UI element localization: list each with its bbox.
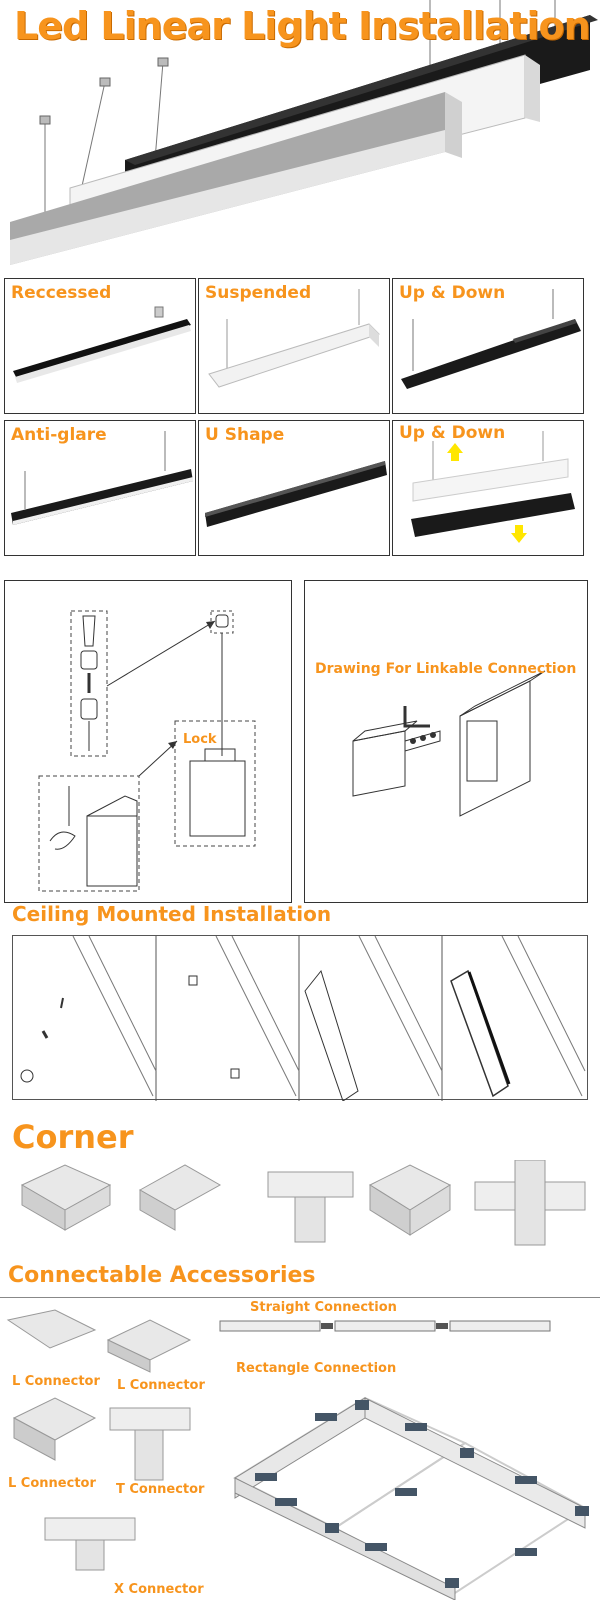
mount-type-label: Reccessed — [11, 283, 112, 303]
u-shape-fixture-image — [205, 461, 387, 527]
connector-label: L Connector — [12, 1374, 100, 1389]
connector-label: L Connector — [8, 1476, 96, 1491]
rectangle-connection-drawing — [232, 1396, 589, 1600]
reccessed-fixture-image — [13, 306, 191, 383]
hero-title: Led Linear Light Installation — [14, 4, 591, 48]
suspended-fixture-image — [208, 289, 380, 388]
corner-pieces-drawing — [20, 1160, 586, 1246]
connector-label: L Connector — [117, 1378, 205, 1393]
mount-type-label: Up & Down — [399, 283, 506, 303]
rectangle-connection-image — [215, 1378, 600, 1600]
mount-type-up-down: Up & Down — [392, 278, 584, 414]
corner-pieces-row — [0, 1160, 600, 1250]
mount-type-label: Up & Down — [399, 423, 506, 443]
up-down-light-direction-image — [411, 431, 575, 543]
accessories-divider — [0, 1297, 600, 1298]
corner-title: Corner — [12, 1118, 134, 1156]
hero-banner: Led Linear Light Installation — [0, 0, 600, 272]
suspension-kit-drawing: Lock — [38, 610, 256, 892]
mount-type-label: Anti-glare — [11, 425, 107, 445]
straight-connection-drawing — [219, 1320, 551, 1332]
linkable-connection-title: Drawing For Linkable Connection — [315, 661, 577, 677]
arrow-up-icon — [447, 443, 463, 461]
mount-type-label: U Shape — [205, 425, 285, 445]
arrow-down-icon — [511, 525, 527, 543]
ceiling-mount-steps-drawing — [20, 936, 586, 1101]
connector-pieces-drawing — [6, 1309, 192, 1571]
connector-label: X Connector — [114, 1582, 204, 1597]
straight-connection-image — [215, 1315, 600, 1345]
ceiling-steps — [12, 935, 588, 1101]
mount-type-suspended: Suspended — [198, 278, 390, 414]
linkable-connection-diagram: Drawing For Linkable Connection — [304, 580, 588, 903]
rectangle-connection-label: Rectangle Connection — [236, 1361, 397, 1376]
lock-label: Lock — [183, 732, 217, 747]
linkable-connection-drawing — [352, 670, 546, 817]
accessories-title: Connectable Accessories — [8, 1263, 316, 1288]
anti-glare-fixture-image — [11, 431, 193, 525]
mount-type-u-shape: U Shape — [198, 420, 390, 556]
mount-type-anti-glare: Anti-glare — [4, 420, 196, 556]
suspension-install-diagram: Lock — [4, 580, 292, 903]
connector-label: T Connector — [116, 1482, 205, 1497]
mount-type-label: Suspended — [205, 283, 312, 303]
up-down-fixture-image — [401, 289, 581, 389]
connector-images: L Connector L Connector L Connector T Co… — [0, 1300, 215, 1600]
mount-type-reccessed: Reccessed — [4, 278, 196, 414]
hero-fixtures-illustration — [10, 0, 598, 265]
ceiling-mounted-title: Ceiling Mounted Installation — [12, 902, 332, 926]
mount-type-up-down-2: Up & Down — [392, 420, 584, 556]
straight-connection-label: Straight Connection — [250, 1300, 397, 1315]
